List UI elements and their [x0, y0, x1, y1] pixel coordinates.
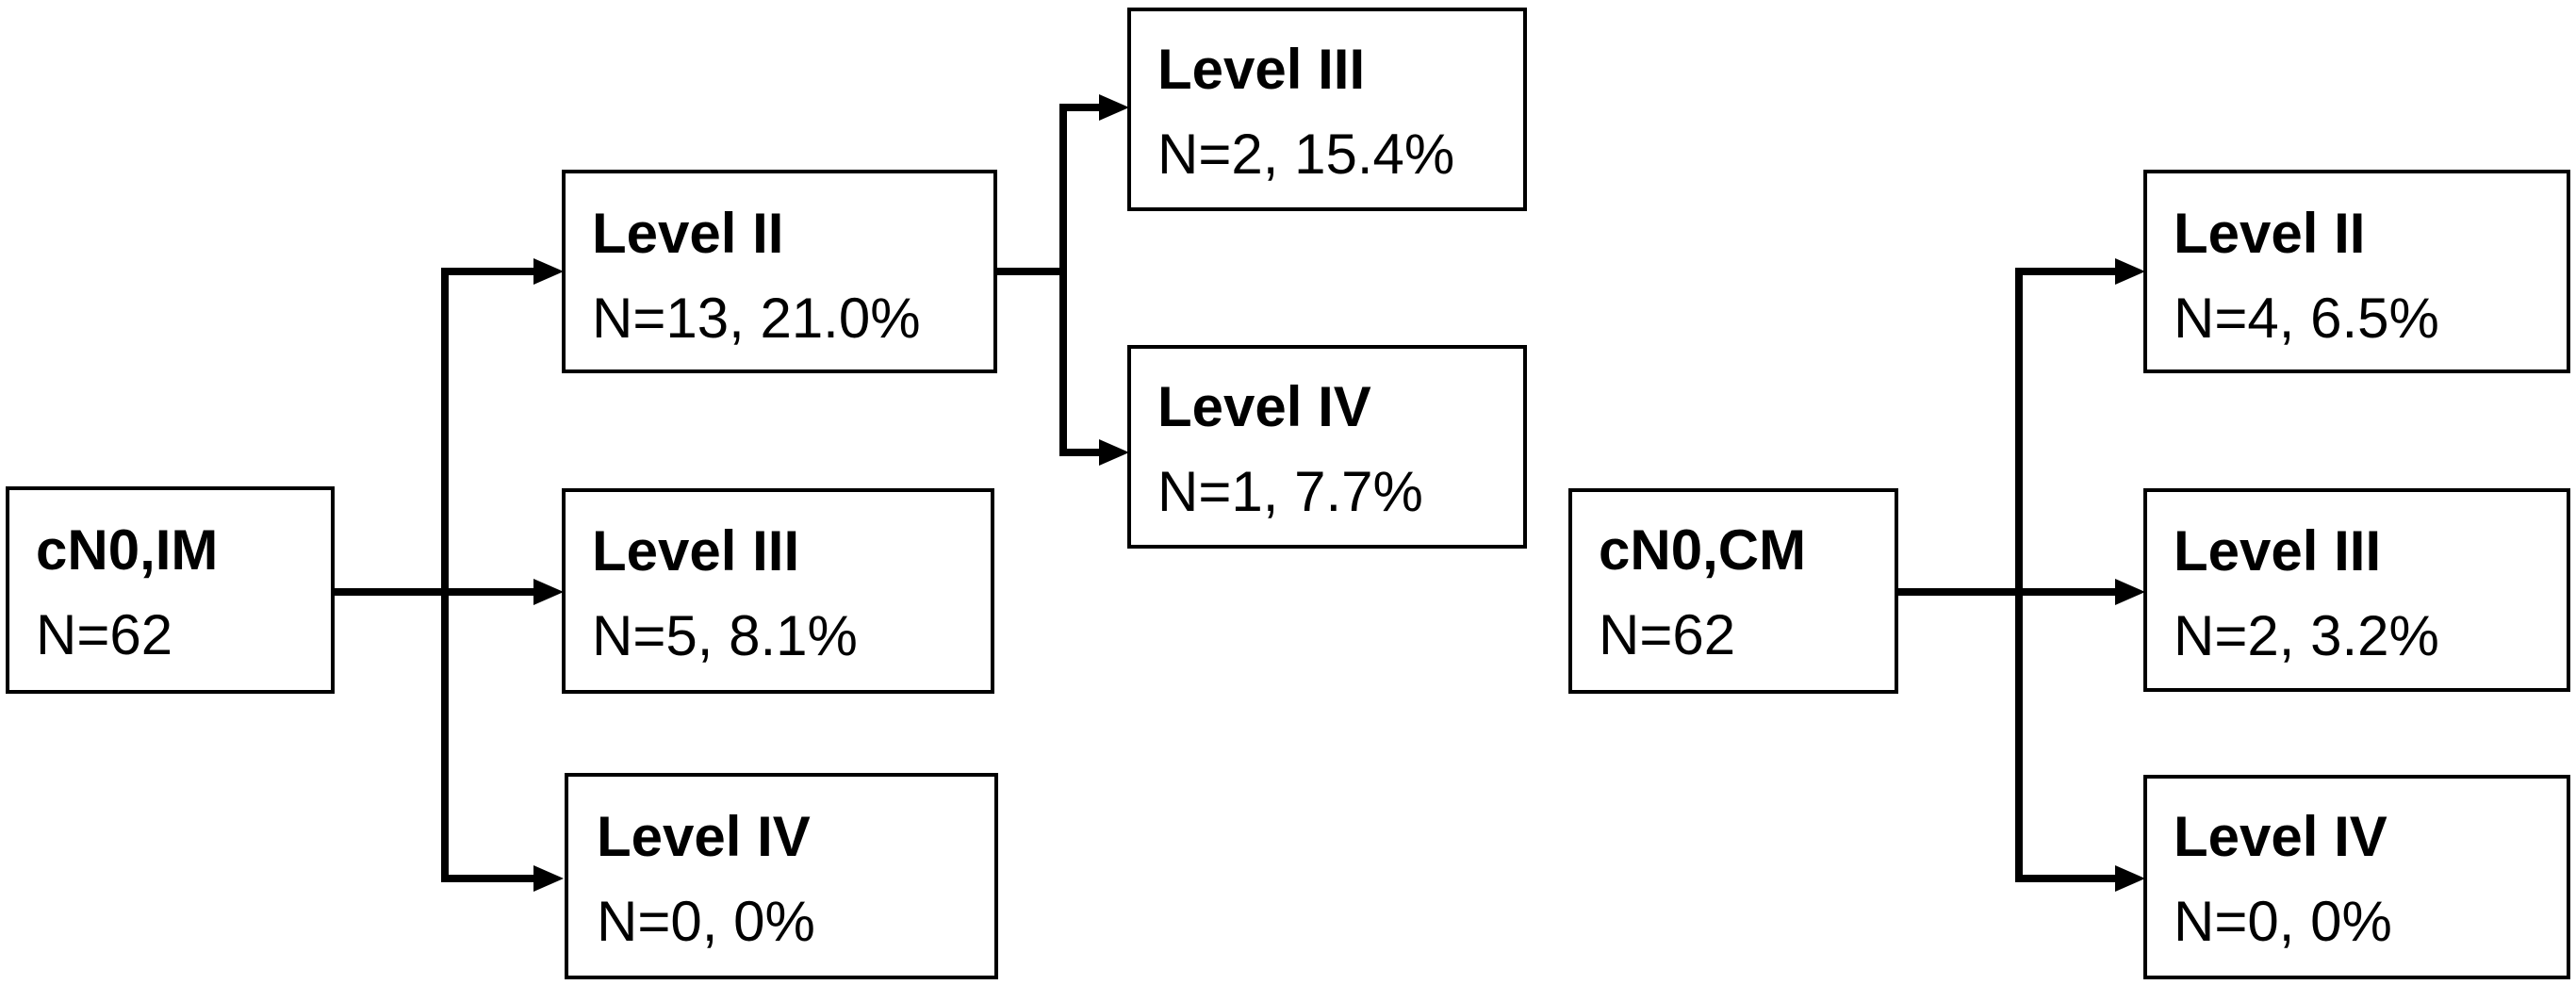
node-level2-child-level3-box: [1127, 8, 1527, 211]
arrowhead-right-level2: [2115, 258, 2145, 285]
node-right-level2: Level II N=4, 6.5%: [2143, 170, 2570, 373]
node-right-level2-box: [2143, 170, 2570, 373]
node-level2-child-level3-title: Level III: [1157, 38, 1365, 101]
arrowhead-level2-level4: [1099, 439, 1129, 466]
node-right-level3: Level III N=2, 3.2%: [2143, 488, 2570, 692]
node-right-root-box: [1568, 488, 1898, 694]
node-right-root-value: N=62: [1599, 603, 1735, 666]
node-left-level3-title: Level III: [592, 519, 799, 583]
node-left-level3-box: [562, 488, 994, 694]
node-right-level4-title: Level IV: [2174, 805, 2387, 868]
node-left-level3-value: N=5, 8.1%: [592, 604, 858, 667]
arrowhead-left-level3: [533, 579, 564, 605]
arrowhead-left-level4: [533, 865, 564, 892]
node-left-level4: Level IV N=0, 0%: [565, 773, 998, 979]
node-left-level2-value: N=13, 21.0%: [592, 287, 921, 350]
node-left-root: cN0,IM N=62: [6, 486, 335, 694]
arrowhead-level2-level3: [1099, 94, 1129, 121]
node-right-level3-value: N=2, 3.2%: [2174, 604, 2439, 667]
node-left-root-box: [6, 486, 335, 694]
node-left-level3: Level III N=5, 8.1%: [562, 488, 994, 694]
right-tree: cN0,CM N=62 Level II N=4, 6.5% Level III…: [1568, 170, 2570, 979]
node-right-level3-box: [2143, 488, 2570, 692]
node-right-level4-box: [2143, 775, 2570, 979]
left-tree-connectors: [333, 94, 1129, 892]
node-left-level4-box: [565, 773, 998, 979]
node-level2-child-level4: Level IV N=1, 7.7%: [1127, 345, 1527, 549]
arrowhead-right-level4: [2115, 865, 2145, 892]
node-level2-child-level4-box: [1127, 345, 1527, 549]
node-level2-child-level4-value: N=1, 7.7%: [1157, 460, 1423, 523]
left-tree: cN0,IM N=62 Level II N=13, 21.0% Level I…: [6, 8, 1527, 979]
node-left-level2-box: [562, 170, 997, 373]
arrowhead-left-level2: [533, 258, 564, 285]
node-left-level4-value: N=0, 0%: [597, 890, 815, 953]
node-right-level2-value: N=4, 6.5%: [2174, 287, 2439, 350]
node-left-level2: Level II N=13, 21.0%: [562, 170, 997, 373]
node-right-level4: Level IV N=0, 0%: [2143, 775, 2570, 979]
node-level2-child-level3-value: N=2, 15.4%: [1157, 123, 1454, 186]
node-left-level2-title: Level II: [592, 202, 783, 265]
node-right-level3-title: Level III: [2174, 519, 2381, 583]
node-level2-child-level3: Level III N=2, 15.4%: [1127, 8, 1527, 211]
node-left-root-value: N=62: [36, 603, 172, 666]
node-right-root: cN0,CM N=62: [1568, 488, 1898, 694]
right-tree-connectors: [1896, 258, 2145, 892]
node-left-level4-title: Level IV: [597, 805, 811, 868]
node-right-level4-value: N=0, 0%: [2174, 890, 2392, 953]
node-right-level2-title: Level II: [2174, 202, 2365, 265]
node-right-root-title: cN0,CM: [1599, 518, 1806, 582]
arrowhead-right-level3: [2115, 579, 2145, 605]
node-left-root-title: cN0,IM: [36, 518, 218, 582]
node-level2-child-level4-title: Level IV: [1157, 375, 1371, 438]
